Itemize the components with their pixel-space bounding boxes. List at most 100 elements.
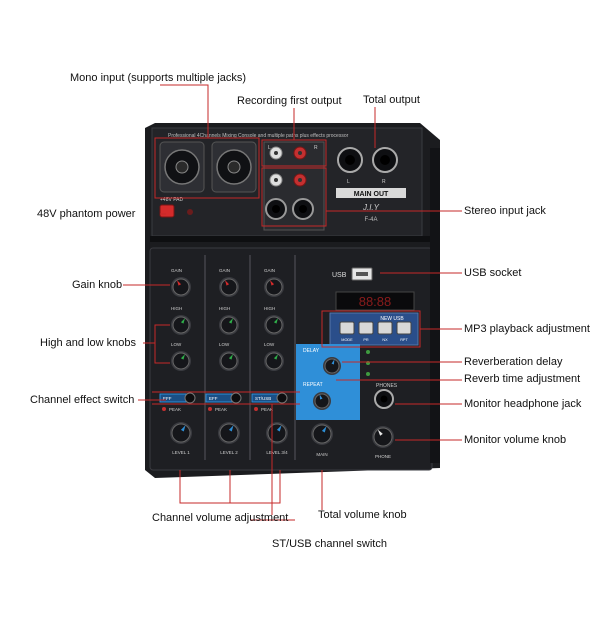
ch2-high-text: HIGH: [219, 306, 230, 311]
ch2-gain-knob-cap: [220, 278, 238, 296]
rca-rec-l-center: [274, 151, 278, 155]
ch1-gain-knob-pointer: [177, 280, 182, 286]
phones-volume-text: PHONE: [375, 454, 391, 459]
label-mono-input: Mono input (supports multiple jacks): [70, 72, 247, 84]
rca-l-text: L: [268, 145, 271, 151]
ch1-low-knob-pointer: [180, 354, 185, 360]
ch1-gain-knob[interactable]: [171, 277, 191, 297]
mp3-button-rpt[interactable]: [396, 321, 412, 335]
status-led-1: [366, 350, 370, 354]
ch1-gain-text: GAIN: [171, 268, 182, 273]
peak-text-2: PEAK: [215, 407, 227, 412]
label-total-output: Total output: [363, 94, 420, 106]
repeat-knob[interactable]: [313, 392, 331, 410]
annotation-boxes: [154, 137, 421, 348]
effect-switch-3[interactable]: [276, 392, 288, 404]
ch2-high-knob[interactable]: [219, 315, 239, 335]
rear-edge: [150, 236, 432, 242]
label-stereo-input: Stereo input jack: [464, 205, 546, 217]
delay-knob-cap: [324, 358, 340, 374]
mp3-button-pr[interactable]: [358, 321, 374, 335]
label-reverb-delay: Reverberation delay: [464, 356, 563, 368]
level-3-text: LEVEL 3/4: [266, 450, 288, 455]
label-st-usb-switch: ST/USB channel switch: [272, 538, 387, 550]
label-reverb-time: Reverb time adjustment: [464, 373, 581, 385]
ch3-high-knob[interactable]: [264, 315, 284, 335]
label-mp3-playback: MP3 playback adjustment: [464, 323, 590, 335]
label-monitor-headphone: Monitor headphone jack: [464, 398, 582, 410]
ch1-high-knob[interactable]: [171, 315, 191, 335]
rca-in-l-center: [274, 178, 278, 182]
label-monitor-volume: Monitor volume knob: [464, 434, 567, 446]
peak-led-2: [208, 407, 212, 411]
level-3-knob[interactable]: [266, 422, 288, 444]
line-mono-input: [160, 84, 209, 138]
usb-text: USB: [332, 272, 347, 279]
main-out-r-text: R: [382, 179, 386, 185]
ch2-low-knob[interactable]: [219, 351, 239, 371]
mp3-display: [335, 291, 415, 311]
main-out-jack-l-hole: [345, 155, 355, 165]
level-2-knob[interactable]: [218, 422, 240, 444]
ch1-low-text: LOW: [171, 342, 182, 347]
effect-strip-2-text: EFF: [209, 396, 218, 401]
ch3-gain-knob[interactable]: [264, 277, 284, 297]
label-usb-socket: USB socket: [464, 267, 522, 279]
phones-volume-knob-pointer: [377, 429, 383, 436]
rca-r-text: R: [314, 145, 318, 151]
main-out-badge: [336, 188, 406, 198]
effect-switch-2[interactable]: [230, 392, 242, 404]
ch2-low-text: LOW: [219, 342, 230, 347]
phones-volume-knob[interactable]: [372, 426, 394, 448]
model-text: F-4A: [364, 217, 377, 223]
delay-text: DELAY: [303, 348, 320, 354]
ch3-high-knob-cap: [265, 316, 283, 334]
label-high-low-knobs: High and low knobs: [40, 337, 137, 349]
stereo-jack-l-hole: [272, 205, 280, 213]
ch2-high-knob-pointer: [228, 318, 233, 324]
status-led-3: [366, 372, 370, 376]
main-volume-knob[interactable]: [311, 423, 333, 445]
box-stereo-input: [261, 167, 327, 227]
label-gain-knob: Gain knob: [72, 279, 123, 291]
ch3-low-text: LOW: [264, 342, 275, 347]
repeat-knob-cap: [314, 393, 330, 409]
level-2-knob-cap: [219, 423, 239, 443]
main-volume-knob-cap: [312, 424, 332, 444]
ch3-low-knob[interactable]: [264, 351, 284, 371]
mp3-button-pr-text: PR: [363, 338, 369, 342]
mp3-button-nx[interactable]: [377, 321, 393, 335]
mp3-button-nx-text: NX: [382, 338, 388, 342]
mp3-button-mode[interactable]: [339, 321, 355, 335]
box-mono-input: [154, 137, 260, 199]
device-header-text: Professional 4Channels Mixing Console an…: [168, 133, 349, 139]
line-st-usb: [250, 404, 295, 521]
ch3-low-knob-cap: [265, 352, 283, 370]
effect-switch-1[interactable]: [184, 392, 196, 404]
level-3-knob-pointer: [276, 425, 282, 432]
ch2-low-knob-pointer: [228, 354, 233, 360]
ch2-gain-knob[interactable]: [219, 277, 239, 297]
delay-knob[interactable]: [323, 357, 341, 375]
ch3-gain-text: GAIN: [264, 268, 275, 273]
rca-jacks: L R: [263, 141, 325, 231]
phantom-power-button[interactable]: [159, 204, 175, 218]
ch2-low-knob-cap: [220, 352, 238, 370]
label-phantom-power: 48V phantom power: [37, 208, 136, 220]
ch1-gain-knob-cap: [172, 278, 190, 296]
level-1-knob[interactable]: [170, 422, 192, 444]
label-channel-effect: Channel effect switch: [30, 394, 135, 406]
mp3-buttons: MODE PR NX RPT: [339, 321, 412, 342]
level-2-text: LEVEL 2: [220, 450, 238, 455]
xlr-jack-2-center: [227, 160, 241, 174]
main-out-text: MAIN OUT: [354, 191, 389, 198]
ch3-high-text: HIGH: [264, 306, 275, 311]
leader-lines: [123, 84, 462, 521]
ch1-high-knob-cap: [172, 316, 190, 334]
effect-strip-1-text: EFF: [163, 396, 172, 401]
ch1-high-knob-pointer: [180, 318, 185, 324]
ch1-low-knob[interactable]: [171, 351, 191, 371]
mp3-button-mode-text: MODE: [341, 338, 353, 342]
mp3-button-rpt-text: RPT: [400, 338, 408, 342]
